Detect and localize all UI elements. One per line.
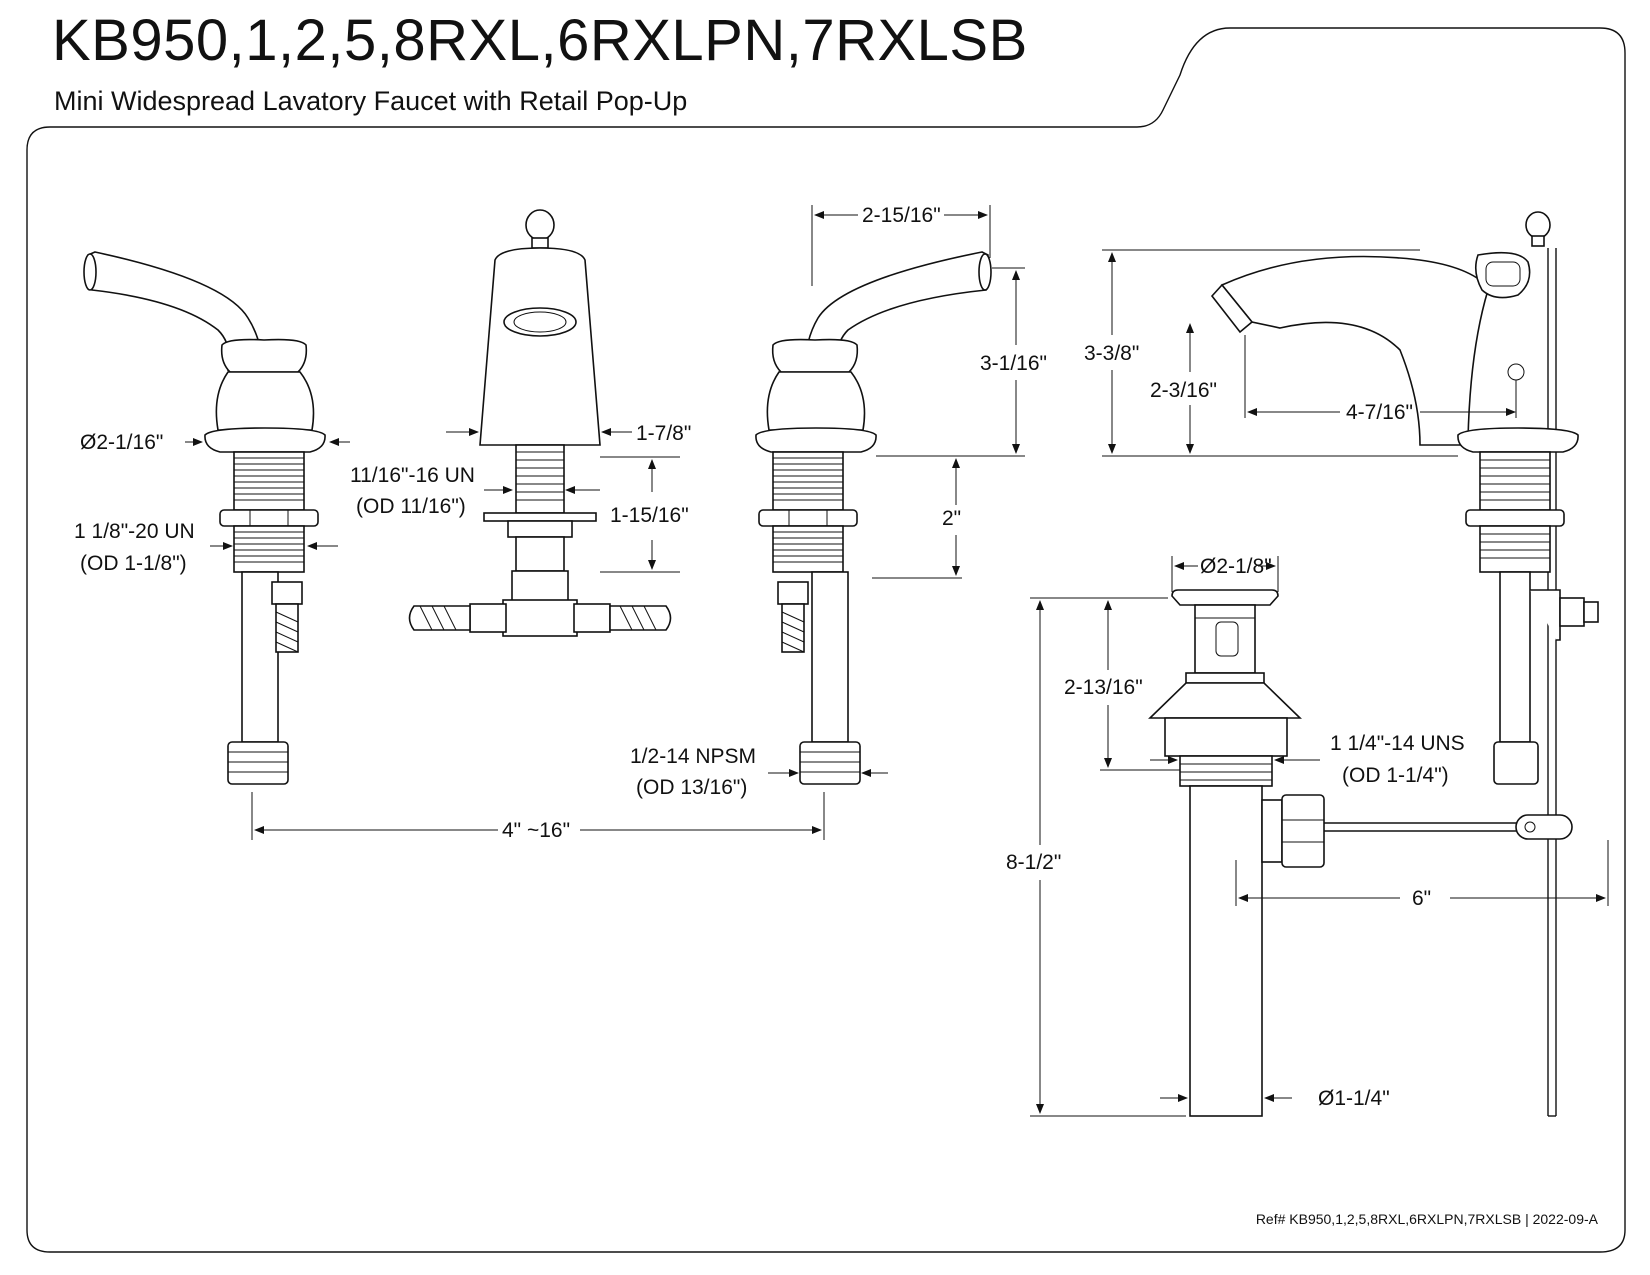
label-handle-width: 2-15/16": [862, 204, 941, 227]
dimension-labels: Ø2-1/16" 1 1/8"-20 UN (OD 1-1/8") 11/16"…: [74, 204, 1599, 1227]
drawing-frame: [26, 27, 1626, 1253]
label-spout-shank: 1-15/16": [610, 504, 689, 527]
spout-side-view: [1210, 211, 1599, 860]
spout-front-view: [408, 209, 672, 637]
left-handle-valve: [83, 251, 326, 785]
label-spout-reach: 4-7/16": [1346, 401, 1413, 424]
reference-number: Ref# KB950,1,2,5,8RXL,6RXLPN,7RXLSB | 20…: [1256, 1211, 1599, 1227]
right-handle-valve: [755, 251, 992, 785]
label-spout-thread: 11/16"-16 UN: [350, 464, 475, 487]
label-shank-length: 2": [942, 507, 961, 530]
label-drain-flange-dia: Ø2-1/8": [1200, 555, 1272, 578]
page-subtitle: Mini Widespread Lavatory Faucet with Ret…: [54, 86, 688, 116]
label-handle-height: 3-1/16": [980, 352, 1047, 375]
label-inlet-thread-od: (OD 13/16"): [636, 776, 747, 799]
label-drain-total-height: 8-1/2": [1006, 851, 1061, 874]
label-handle-thread: 1 1/8"-20 UN: [74, 520, 195, 543]
dimension-lines: [185, 205, 1609, 1117]
label-inlet-thread: 1/2-14 NPSM: [630, 745, 756, 768]
label-aerator-height: 2-3/16": [1150, 379, 1217, 402]
label-drain-body-height: 2-13/16": [1064, 676, 1143, 699]
label-pivot-rod-length: 6": [1412, 887, 1431, 910]
page-title: KB950,1,2,5,8RXL,6RXLPN,7RXLSB: [52, 8, 1028, 73]
label-handle-thread-od: (OD 1-1/8"): [80, 552, 187, 575]
popup-drain: [1148, 589, 1573, 1117]
label-spout-height: 3-3/8": [1084, 342, 1139, 365]
label-spout-thread-od: (OD 11/16"): [356, 495, 466, 518]
label-centers: 4" ~16": [502, 819, 570, 842]
label-spout-base: 1-7/8": [636, 422, 691, 445]
label-handle-base-dia: Ø2-1/16": [80, 431, 163, 454]
label-drain-thread-od: (OD 1-1/4"): [1342, 764, 1449, 787]
label-drain-thread: 1 1/4"-14 UNS: [1330, 732, 1465, 755]
label-tailpiece-dia: Ø1-1/4": [1318, 1087, 1390, 1110]
